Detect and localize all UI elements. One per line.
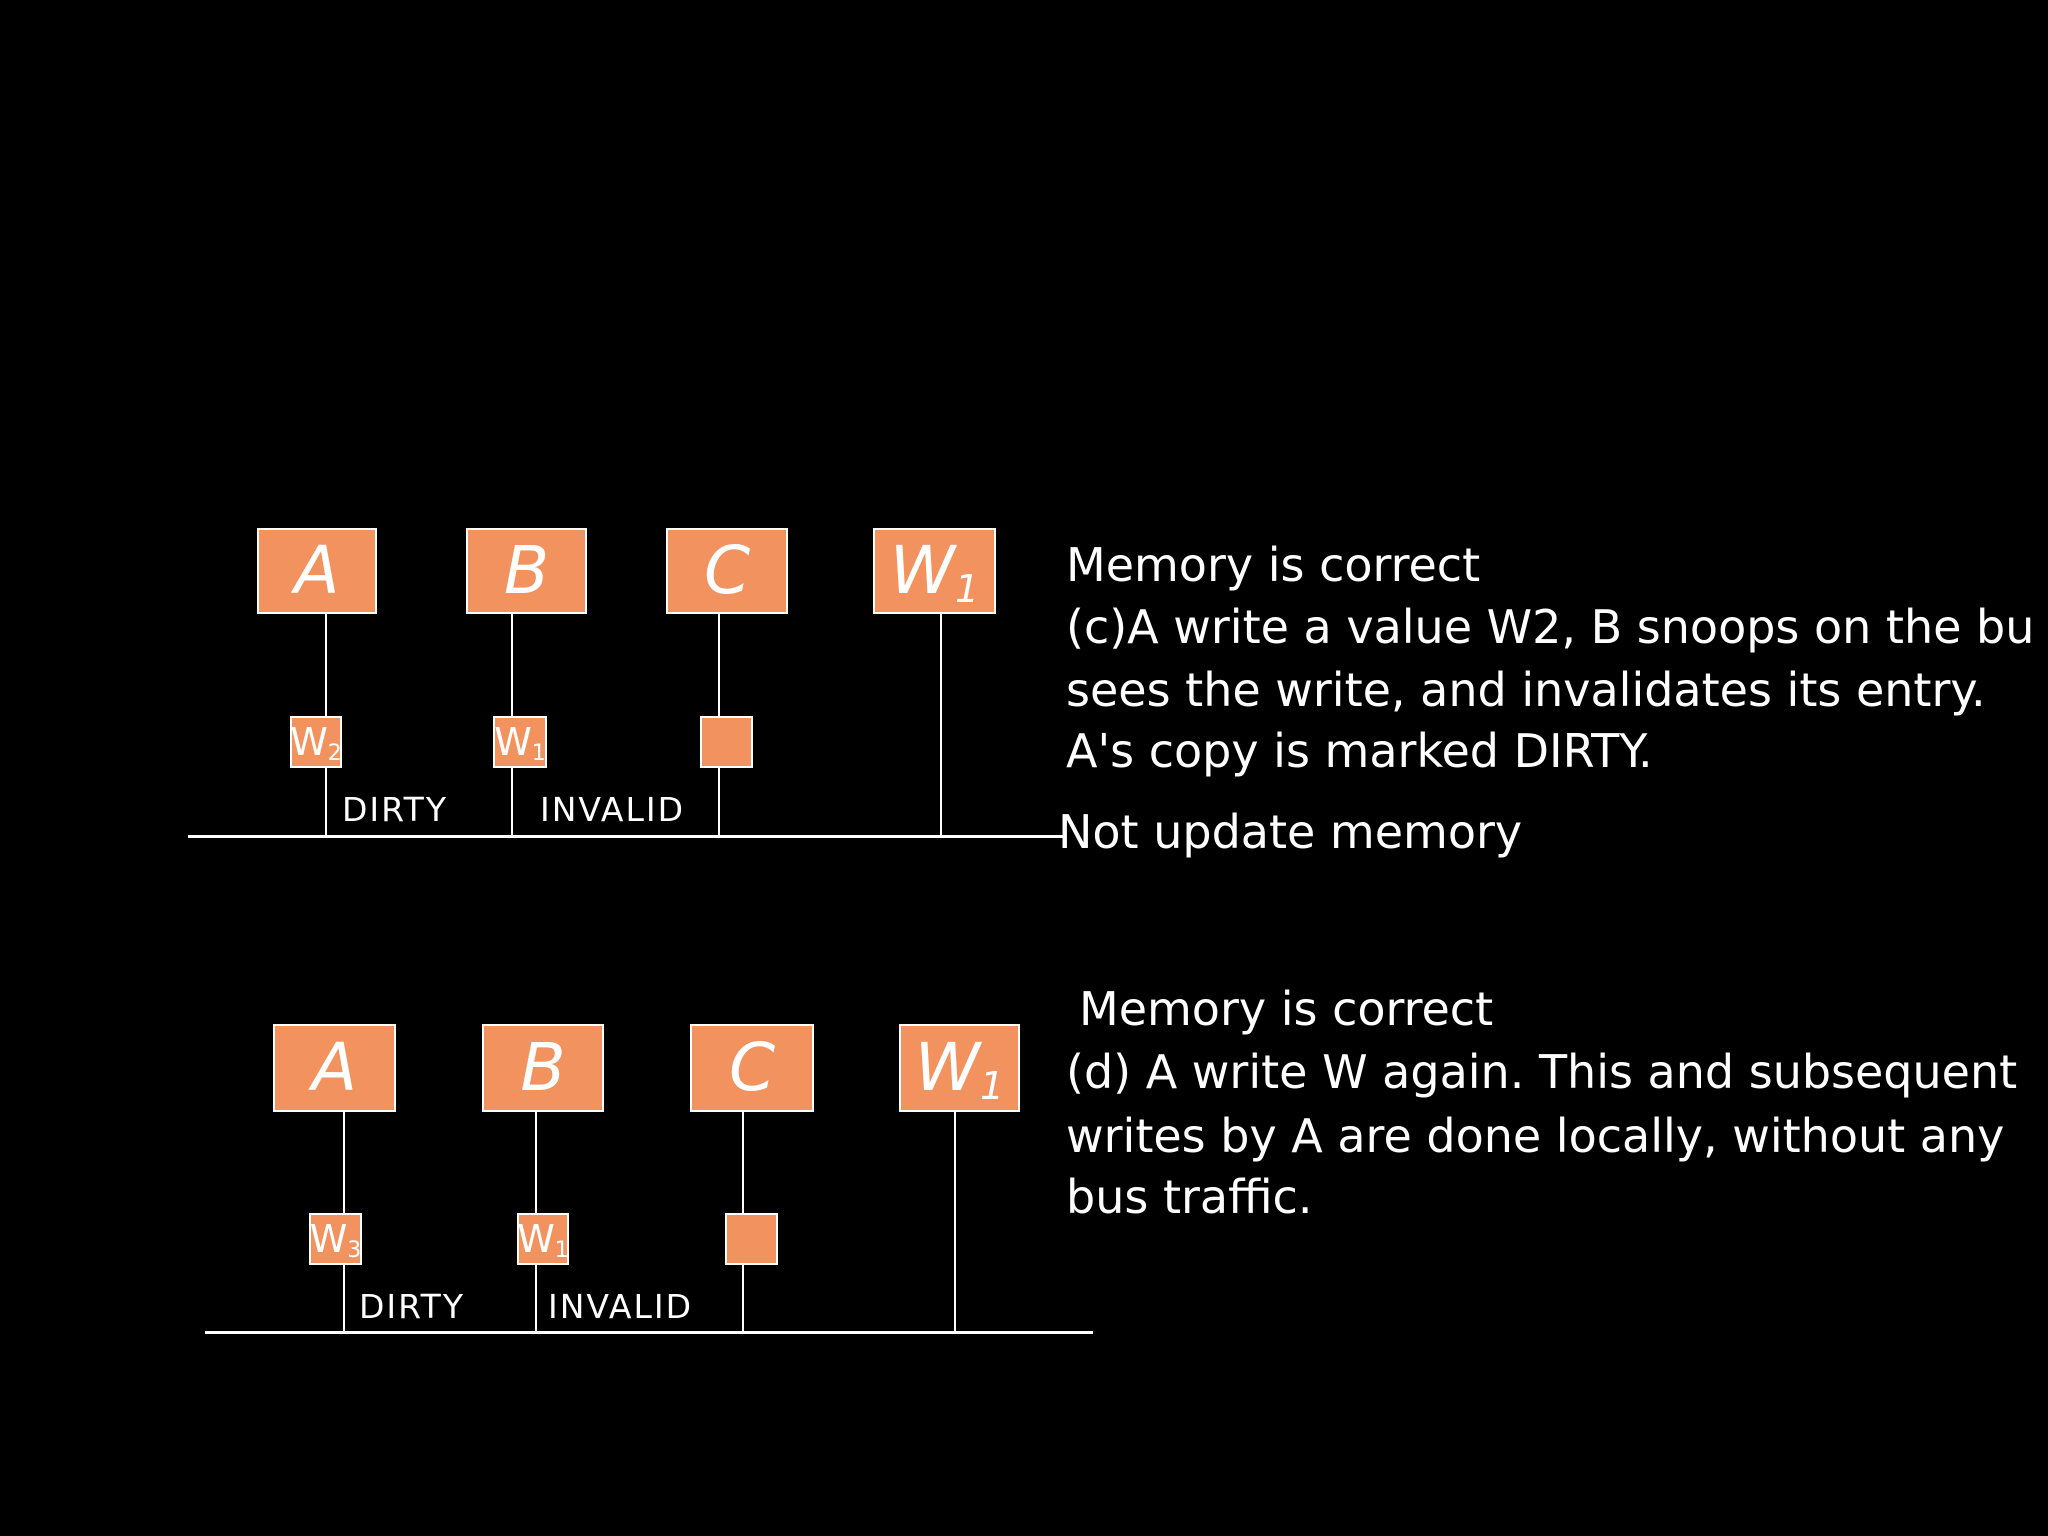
cache-value-subscript: 3 [347, 1238, 362, 1263]
cache-value-label: W [290, 720, 328, 764]
processor-label: B [520, 1029, 566, 1106]
bus-line [188, 835, 1065, 838]
processor-label: A [294, 532, 340, 609]
caption-line: Memory is correct [1066, 538, 1481, 592]
processor-box-a: A [273, 1024, 396, 1112]
caption-line: (d) A write W again. This and subsequent [1066, 1045, 2018, 1099]
processor-box-c: C [690, 1024, 814, 1112]
memory-label-subscript: 1 [955, 567, 980, 611]
caption-line: writes by A are done locally, without an… [1066, 1109, 2005, 1163]
processor-label: C [728, 1029, 776, 1106]
processor-box-b: B [466, 528, 587, 614]
cache-value-subscript: 1 [554, 1238, 569, 1263]
state-label-invalid: INVALID [548, 1287, 693, 1326]
caption-line: (c)A write a value W2, B snoops on the b… [1066, 600, 2035, 654]
state-label-dirty: DIRTY [342, 790, 448, 829]
processor-label: B [503, 532, 550, 609]
processor-box-c: C [666, 528, 788, 614]
caption-line: bus traffic. [1066, 1170, 1313, 1224]
memory-label-subscript: 1 [980, 1064, 1005, 1108]
caption-line: Memory is correct [1079, 982, 1494, 1036]
processor-label: A [311, 1029, 358, 1106]
processor-box-a: A [257, 528, 377, 614]
cache-value-box-c-empty [725, 1213, 778, 1265]
cache-value-label: W [494, 720, 532, 764]
state-label-invalid: INVALID [540, 790, 685, 829]
cache-value-subscript: 2 [327, 741, 342, 766]
cache-value-subscript: 1 [531, 741, 546, 766]
memory-label: W [914, 1029, 981, 1106]
cache-value-label: W [517, 1217, 555, 1261]
state-label-dirty: DIRTY [359, 1287, 465, 1326]
processor-label: C [703, 532, 751, 609]
bus-connection-line-memory [954, 1110, 956, 1331]
cache-value-label: W [309, 1217, 348, 1261]
caption-line: A's copy is marked DIRTY. [1066, 724, 1653, 778]
processor-box-b: B [482, 1024, 604, 1112]
bus-line [205, 1331, 1093, 1334]
cache-value-box-c-empty [700, 716, 753, 768]
caption-line: sees the write, and invalidates its entr… [1066, 663, 1986, 717]
caption-line: Not update memory [1058, 805, 1523, 859]
memory-label: W [889, 532, 956, 609]
bus-connection-line-memory [940, 612, 942, 835]
